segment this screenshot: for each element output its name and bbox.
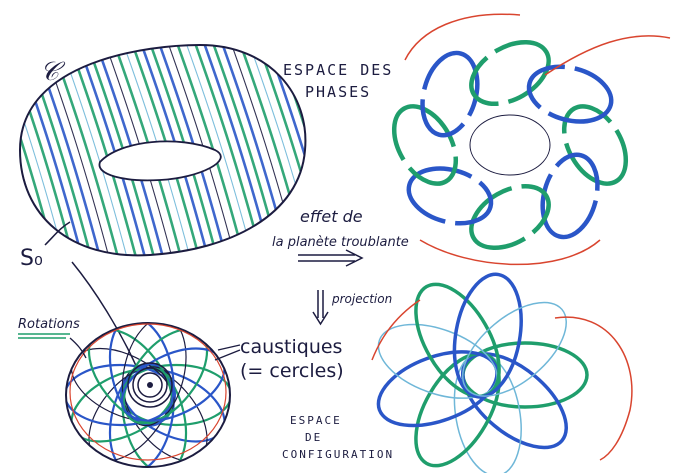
- disk-loop: [119, 363, 230, 427]
- rotations-arrow: [69, 337, 87, 359]
- disk-loop: [66, 363, 177, 427]
- torus-stripe: [247, 45, 306, 256]
- rotations-underline: [18, 333, 70, 339]
- caustiques-label: caustiques: [240, 336, 342, 358]
- projection-label: projection: [331, 292, 392, 306]
- red-config-arrow-2: [371, 299, 421, 361]
- configuration-loop: [452, 272, 523, 399]
- espace-des-label: ESPACE DES: [283, 61, 393, 79]
- caustics-pointer: [214, 344, 241, 361]
- torus-stripe: [93, 45, 167, 256]
- disk-red-ring: [69, 323, 227, 461]
- red-orbit-arrow-2: [544, 35, 671, 76]
- double-arrow-down: [312, 290, 329, 326]
- phase-loop: [526, 64, 614, 124]
- configuration-space-rosette: ESPACE DE CONFIGURATION: [282, 272, 633, 473]
- de-label: DE: [305, 431, 322, 444]
- caustic-circle: [127, 362, 173, 408]
- double-arrow-right: [298, 249, 364, 267]
- cercles-label: (= cercles): [240, 360, 344, 382]
- red-config-arrow-1: [554, 316, 633, 461]
- disk-loop: [108, 323, 175, 427]
- torus-outer-outline: [18, 43, 307, 257]
- caustics-note: caustiques (= cercles): [214, 336, 344, 382]
- configuration-loop: [414, 351, 501, 468]
- planete-label: la planète troublante: [272, 235, 409, 250]
- configuration-loop: [460, 352, 568, 450]
- disk-loop: [108, 363, 175, 467]
- phases-label: PHASES: [305, 83, 371, 101]
- torus-stripe: [20, 45, 77, 256]
- torus-symbol: 𝒞: [40, 57, 66, 87]
- red-orbit-arrow-3: [419, 239, 601, 266]
- phase-loop: [540, 152, 600, 240]
- torus-stripe: [166, 45, 238, 256]
- phase-loop: [469, 39, 551, 107]
- s0-label: S₀: [20, 246, 43, 271]
- disk-inner: [66, 323, 230, 467]
- phase-loop: [420, 50, 480, 138]
- phase-space-loops: [391, 39, 629, 251]
- configuration-label: CONFIGURATION: [282, 448, 394, 461]
- connector-arrow: [71, 261, 139, 371]
- red-orbit-arrow-1: [404, 13, 521, 61]
- effet-de-label: effet de: [300, 207, 363, 226]
- phase-loop: [469, 183, 551, 251]
- configuration-loop: [453, 352, 522, 473]
- phase-inner-ring: [469, 114, 551, 176]
- disk-outline: [65, 322, 231, 468]
- phase-loop: [391, 104, 459, 186]
- torus-stripe: [255, 45, 306, 256]
- rotating-disk: Rotations: [18, 317, 231, 468]
- phase-space-flower: ESPACE DES PHASES: [283, 13, 671, 266]
- caustic-circle: [137, 372, 163, 398]
- s0-pointer: [44, 221, 71, 246]
- torus-stripe: [174, 45, 248, 256]
- torus-hole-outline: [98, 140, 222, 182]
- caustic-circle: [132, 367, 168, 403]
- espace-label: ESPACE: [290, 414, 342, 427]
- phase-loop: [406, 166, 494, 226]
- configuration-loop: [461, 301, 567, 397]
- disk-center-dot: [147, 382, 153, 388]
- rotations-label: Rotations: [18, 317, 80, 332]
- disk-loop: [121, 323, 187, 427]
- disk-flow-lines: [66, 323, 230, 467]
- configuration-loops: [376, 272, 589, 473]
- projection-note: projection: [312, 290, 392, 326]
- phase-loop: [561, 104, 629, 186]
- perturbation-note: effet de la planète troublante: [272, 207, 409, 267]
- torus-stripe: [84, 45, 158, 256]
